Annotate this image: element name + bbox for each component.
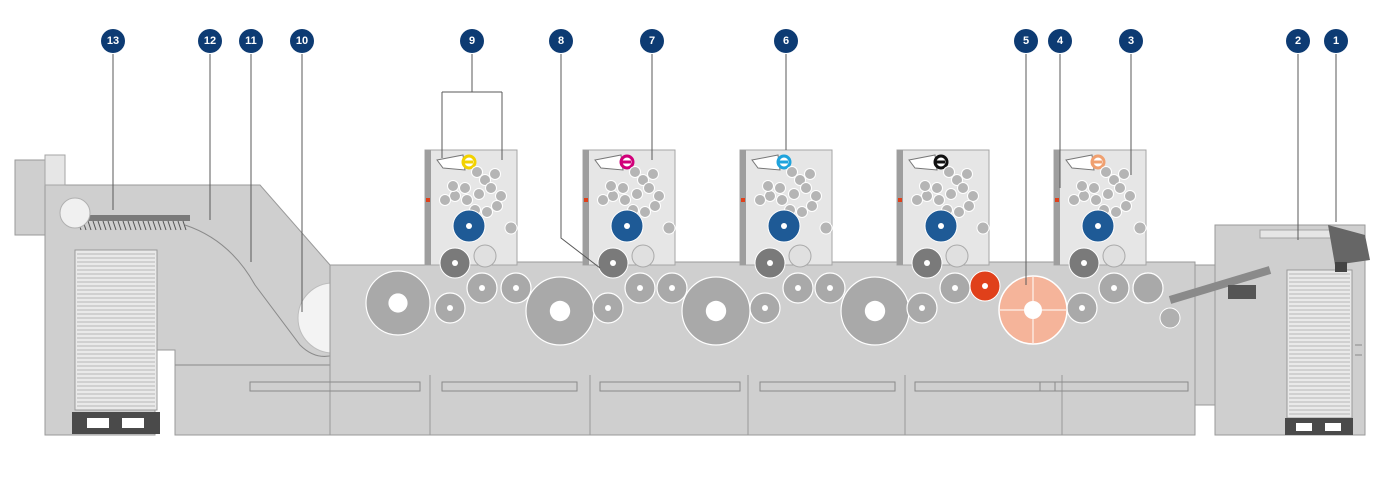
callout-marker-1: 1 — [1324, 29, 1348, 53]
printing-unit-magenta — [582, 149, 676, 279]
printing-unit-cyan — [739, 149, 833, 279]
callout-marker-5: 5 — [1014, 29, 1038, 53]
feeder-head — [1328, 225, 1370, 265]
feeder-pallet — [1285, 418, 1353, 435]
callout-marker-6: 6 — [774, 29, 798, 53]
callout-number: 8 — [558, 35, 564, 47]
ink-fountain — [751, 154, 781, 171]
cylinder-train — [365, 270, 1164, 346]
delivery-chain — [70, 215, 190, 221]
ink-fountain — [594, 154, 624, 171]
callout-number: 7 — [649, 35, 655, 47]
leader-lines — [112, 54, 1337, 312]
callout-marker-8: 8 — [549, 29, 573, 53]
callout-number: 3 — [1128, 35, 1134, 47]
callout-marker-11: 11 — [239, 29, 263, 53]
callout-number: 5 — [1023, 35, 1029, 47]
delivery-pallet — [72, 412, 160, 434]
callout-number: 9 — [469, 35, 475, 47]
ink-fountain — [908, 154, 938, 171]
feed-table — [1168, 266, 1272, 304]
callout-marker-10: 10 — [290, 29, 314, 53]
printing-unit-black — [896, 149, 990, 279]
callout-marker-12: 12 — [198, 29, 222, 53]
delivery-drive-wheel — [59, 197, 91, 229]
callout-number: 1 — [1333, 35, 1339, 47]
callout-number: 13 — [107, 35, 119, 47]
callout-number: 12 — [204, 35, 216, 47]
printing-unit-yellow — [424, 149, 518, 279]
ink-fountain — [1065, 154, 1095, 171]
delivery-pile — [72, 249, 160, 434]
callout-marker-13: 13 — [101, 29, 125, 53]
callout-marker-7: 7 — [640, 29, 664, 53]
callout-marker-4: 4 — [1048, 29, 1072, 53]
printing-units — [424, 149, 1147, 279]
callout-number: 10 — [296, 35, 308, 47]
feeder-drive-wheel — [1159, 307, 1181, 329]
delivery-cabinet — [14, 159, 46, 236]
callout-marker-9: 9 — [460, 29, 484, 53]
callout-number: 6 — [783, 35, 789, 47]
feed-drum — [1132, 272, 1164, 304]
callout-marker-3: 3 — [1119, 29, 1143, 53]
callout-number: 2 — [1295, 35, 1301, 47]
press-base — [329, 261, 1196, 436]
callout-marker-2: 2 — [1286, 29, 1310, 53]
ink-fountain — [436, 154, 466, 171]
printing-unit-unit5 — [1053, 149, 1147, 279]
callout-number: 11 — [245, 35, 257, 47]
feeder-pile — [1286, 269, 1353, 419]
callout-number: 4 — [1057, 35, 1064, 47]
